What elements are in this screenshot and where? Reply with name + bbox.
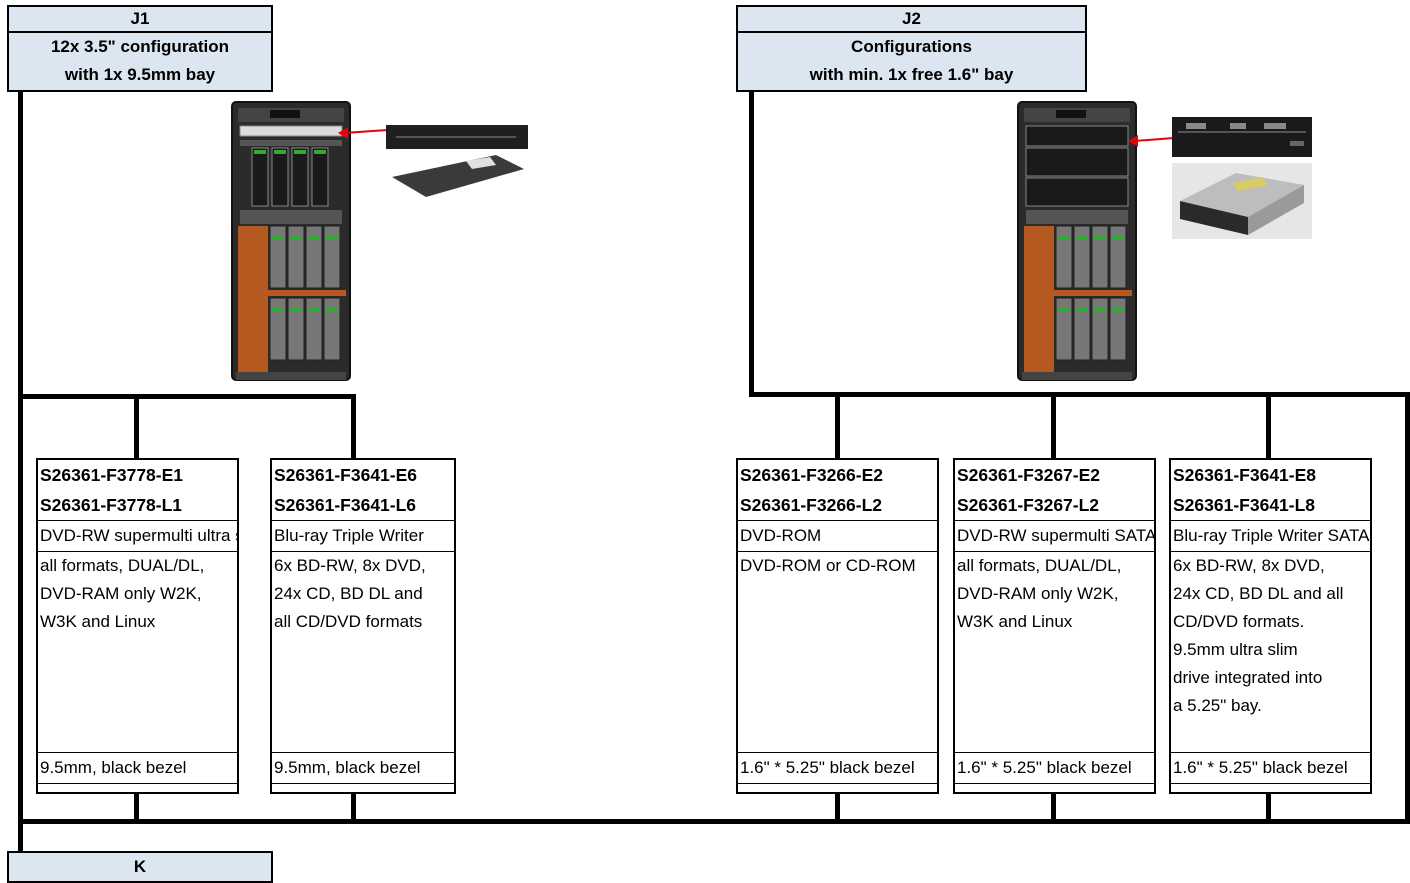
- connector-card5-bottom: [1266, 792, 1271, 820]
- connector-card4-bottom: [1051, 792, 1056, 820]
- connector-right-edge: [1405, 392, 1410, 824]
- option-card-3: S26361-F3266-E2 S26361-F3266-L2 DVD-ROM …: [736, 458, 939, 794]
- header-j1-line2: with 1x 9.5mm bay: [64, 65, 216, 84]
- connector-card1-bottom: [134, 792, 139, 820]
- card-description: 6x BD-RW, 8x DVD, 24x CD, BD DL and all …: [1171, 552, 1370, 753]
- card-part-number-e: S26361-F3267-E2: [957, 465, 1101, 485]
- option-card-5: S26361-F3641-E8 S26361-F3641-L8 Blu-ray …: [1169, 458, 1372, 794]
- card-part-number-e: S26361-F3641-E8: [1173, 465, 1317, 485]
- connector-card2-top: [351, 394, 356, 458]
- option-card-4: S26361-F3267-E2 S26361-F3267-L2 DVD-RW s…: [953, 458, 1156, 794]
- connector-main-vertical: [18, 92, 23, 852]
- card-quantity-limit: max. 1x per system: [955, 784, 1154, 792]
- card-product-name: Blu-ray Triple Writer: [272, 521, 454, 552]
- arrow-icon-j2: [1128, 135, 1175, 147]
- server-tower-j1-image: [231, 101, 351, 381]
- card-product-name: DVD-RW supermulti SATA: [955, 521, 1154, 552]
- header-j2-line2: with min. 1x free 1.6" bay: [809, 65, 1014, 84]
- card-description: DVD-ROM or CD-ROM: [738, 552, 937, 753]
- connector-card3-top: [835, 392, 840, 458]
- card-quantity-limit: max. 1x per system: [272, 784, 454, 792]
- card-product-name: Blu-ray Triple Writer SATA: [1171, 521, 1370, 552]
- connector-j2-bus: [749, 392, 1410, 397]
- card-part-number-l: S26361-F3641-L8: [1171, 490, 1370, 521]
- card-product-name: DVD-RW supermulti ultra slim: [38, 521, 237, 552]
- card-part-number-l: S26361-F3266-L2: [738, 490, 937, 521]
- option-card-1: S26361-F3778-E1 S26361-F3778-L1 DVD-RW s…: [36, 458, 239, 794]
- card-quantity-limit: max. 1x per system: [38, 784, 237, 792]
- header-j1-id: J1: [9, 7, 271, 33]
- card-bezel: 1.6" * 5.25" black bezel: [955, 753, 1154, 784]
- option-card-2: S26361-F3641-E6 S26361-F3641-L6 Blu-ray …: [270, 458, 456, 794]
- card-description: all formats, DUAL/DL, DVD-RAM only W2K, …: [38, 552, 237, 753]
- card-bezel: 9.5mm, black bezel: [272, 753, 454, 784]
- card-part-number-e: S26361-F3778-E1: [40, 465, 184, 485]
- card-product-name: DVD-ROM: [738, 521, 937, 552]
- header-j2-line1: Configurations: [851, 37, 972, 56]
- card-description: all formats, DUAL/DL, DVD-RAM only W2K, …: [955, 552, 1154, 753]
- card-quantity-limit: max. 1x per system: [738, 784, 937, 792]
- server-tower-j2-image: [1017, 101, 1137, 381]
- connector-card1-top: [134, 394, 139, 458]
- header-j1: J1 12x 3.5" configuration with 1x 9.5mm …: [7, 5, 273, 92]
- header-j1-line1: 12x 3.5" configuration: [50, 37, 230, 56]
- card-description: 6x BD-RW, 8x DVD, 24x CD, BD DL and all …: [272, 552, 454, 753]
- card-bezel: 1.6" * 5.25" black bezel: [738, 753, 937, 784]
- card-bezel: 9.5mm, black bezel: [38, 753, 237, 784]
- connector-j1-bus: [18, 394, 355, 399]
- connector-j2-drop: [749, 92, 754, 397]
- header-k-id: K: [133, 857, 147, 876]
- header-k: K: [7, 851, 273, 883]
- arrow-icon-j1: [338, 127, 389, 139]
- header-j2-id: J2: [738, 7, 1085, 33]
- card-bezel: 1.6" * 5.25" black bezel: [1171, 753, 1370, 784]
- header-j2: J2 Configurations with min. 1x free 1.6"…: [736, 5, 1087, 92]
- connector-bottom-bus: [18, 819, 1410, 824]
- card-quantity-limit: max. 1x per system: [1171, 784, 1370, 792]
- card-part-number-l: S26361-F3641-L6: [272, 490, 454, 521]
- card-part-number-l: S26361-F3778-L1: [38, 490, 237, 521]
- connector-card4-top: [1051, 392, 1056, 458]
- card-part-number-e: S26361-F3266-E2: [740, 465, 884, 485]
- slim-drive-j1-image: [386, 125, 528, 203]
- card-part-number-l: S26361-F3267-L2: [955, 490, 1154, 521]
- connector-card5-top: [1266, 392, 1271, 458]
- dvd-drive-j2-image: [1172, 117, 1312, 239]
- card-part-number-e: S26361-F3641-E6: [274, 465, 418, 485]
- connector-card3-bottom: [835, 792, 840, 820]
- connector-card2-bottom: [351, 792, 356, 820]
